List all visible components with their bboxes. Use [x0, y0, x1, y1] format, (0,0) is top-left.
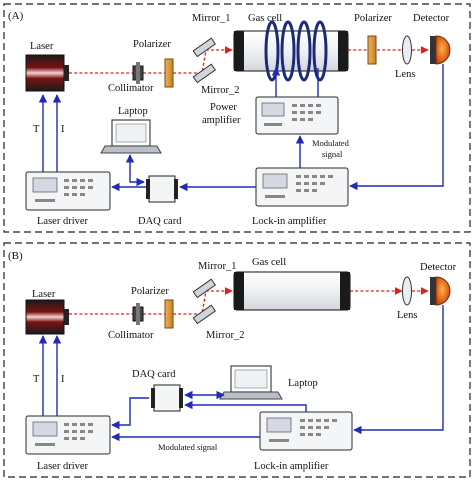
laptop-label-b: Laptop [288, 378, 318, 389]
laser-driver-a [25, 171, 111, 211]
panel-a: (A) Laser Collimator Polarizer Mirror_1 [3, 3, 471, 233]
collimator-b [132, 303, 144, 325]
laptop-b [219, 365, 283, 400]
lens-label-b: Lens [397, 310, 417, 321]
polarizer-in-label-a: Polarizer [133, 39, 171, 50]
mirror2-a [192, 63, 217, 84]
polarizer-label-b: Polarizer [131, 286, 169, 297]
laser-b [25, 299, 69, 335]
laptop-label-a: Laptop [118, 106, 148, 117]
t-label-a: T [33, 124, 40, 135]
laser-a [25, 54, 69, 92]
mirror2-label-a: Mirror_2 [201, 85, 240, 96]
lockin-label-b: Lock-in amplifier [254, 461, 329, 472]
lockin-b [259, 411, 353, 451]
polarizer-b [164, 299, 174, 329]
gas-cell-label-b: Gas cell [252, 257, 286, 268]
collimator-a [132, 62, 144, 84]
wire-detector-lockin-b [353, 305, 444, 435]
lens-label-a: Lens [395, 69, 415, 80]
lockin-label-a: Lock-in amplifier [252, 216, 327, 227]
gas-cell-a [233, 20, 349, 82]
polarizer-in-a [164, 58, 174, 88]
detector-a [430, 35, 451, 65]
lockin-a [255, 167, 349, 207]
mirror1-b [192, 278, 217, 299]
t-label-b: T [33, 374, 40, 385]
mirror2-label-b: Mirror_2 [206, 330, 245, 341]
wire-detector-lockin-a [349, 64, 444, 191]
i-label-a: I [61, 124, 65, 135]
power-amp-label-2: amplifier [202, 115, 241, 126]
panel-b-frame [3, 242, 471, 478]
gas-cell-label-a: Gas cell [248, 13, 282, 24]
daq-card-a [146, 175, 178, 203]
i-label-b: I [61, 374, 65, 385]
gas-cell-b [233, 271, 351, 311]
laser-label-b: Laser [32, 289, 56, 300]
power-amplifier-a [255, 96, 339, 135]
laptop-a [100, 119, 162, 154]
laser-label-a: Laser [30, 41, 54, 52]
polarizer-out-label-a: Polarizer [354, 13, 392, 24]
detector-label-a: Detector [413, 13, 450, 24]
panel-a-frame [3, 3, 471, 233]
mirror1-label-a: Mirror_1 [192, 13, 231, 24]
daq-card-label-a: DAQ card [138, 216, 182, 227]
daq-card-b [151, 384, 183, 412]
power-amp-label-1: Power [210, 102, 237, 113]
collimator-label-a: Collimator [108, 83, 154, 94]
wire-lockin-daq-b [184, 400, 307, 412]
panel-a-tag: (A) [8, 10, 24, 22]
daq-card-label-b: DAQ card [132, 369, 176, 380]
wire-daq-driver-b [111, 397, 149, 430]
polarizer-out-a [367, 35, 377, 65]
modulated-label-a-2: signal [322, 149, 343, 159]
mirror2-b [192, 304, 217, 325]
beam-b-3 [173, 287, 233, 315]
collimator-label-b: Collimator [108, 330, 154, 341]
laser-driver-b [25, 415, 111, 455]
lens-b [402, 276, 412, 306]
laser-driver-label-a: Laser driver [37, 216, 89, 227]
detector-label-b: Detector [420, 262, 457, 273]
coil-a [264, 20, 328, 82]
wire-laptop-daq-a [125, 154, 145, 187]
detector-b [430, 276, 451, 306]
beam-a-3 [173, 46, 233, 74]
modulated-label-b: Modulated signal [158, 442, 218, 452]
lens-a [402, 35, 412, 65]
panel-b-tag: (B) [8, 250, 23, 262]
mirror1-a [192, 37, 217, 58]
mirror1-label-b: Mirror_1 [198, 261, 237, 272]
panel-b: (B) Laser Collimator Polarizer Mirror_1 [3, 242, 471, 478]
modulated-label-a-1: Modulated [312, 138, 350, 148]
laser-driver-label-b: Laser driver [37, 461, 89, 472]
